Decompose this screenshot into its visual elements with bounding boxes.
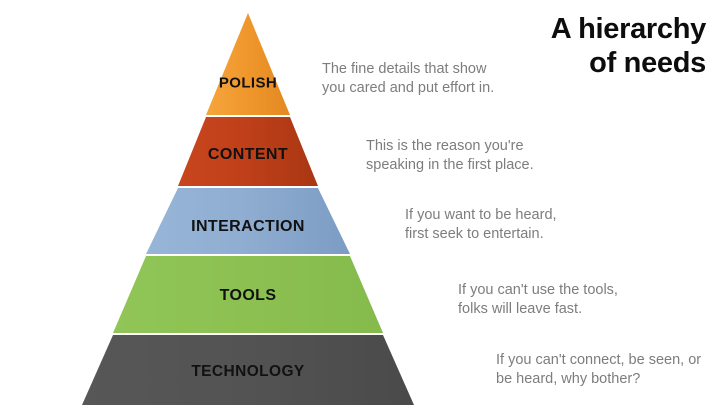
pyramid-tier-polish[interactable] [206, 13, 290, 115]
tier-label-content: CONTENT [207, 146, 289, 163]
annotation-technology: If you can't connect, be seen, or be hea… [496, 352, 702, 387]
annotation-tools: If you can't use the tools, folks will l… [458, 282, 618, 317]
tier-label-tools: TOOLS [219, 287, 277, 304]
pyramid-tier-interaction[interactable] [146, 188, 350, 254]
page-title: A hierarchy of needs [550, 13, 707, 79]
annotation-content: This is the reason you're speaking in th… [366, 138, 534, 173]
annotation-polish: The fine details that show you cared and… [322, 61, 495, 96]
pyramid-tier-technology[interactable] [82, 335, 414, 405]
annotation-interaction: If you want to be heard, first seek to e… [405, 207, 557, 242]
tier-label-technology: TECHNOLOGY [191, 363, 305, 380]
pyramid-tier-content[interactable] [178, 117, 318, 186]
tier-label-polish: POLISH [218, 74, 278, 92]
pyramid-tier-tools[interactable] [113, 256, 383, 333]
tier-label-interaction: INTERACTION [191, 218, 305, 235]
